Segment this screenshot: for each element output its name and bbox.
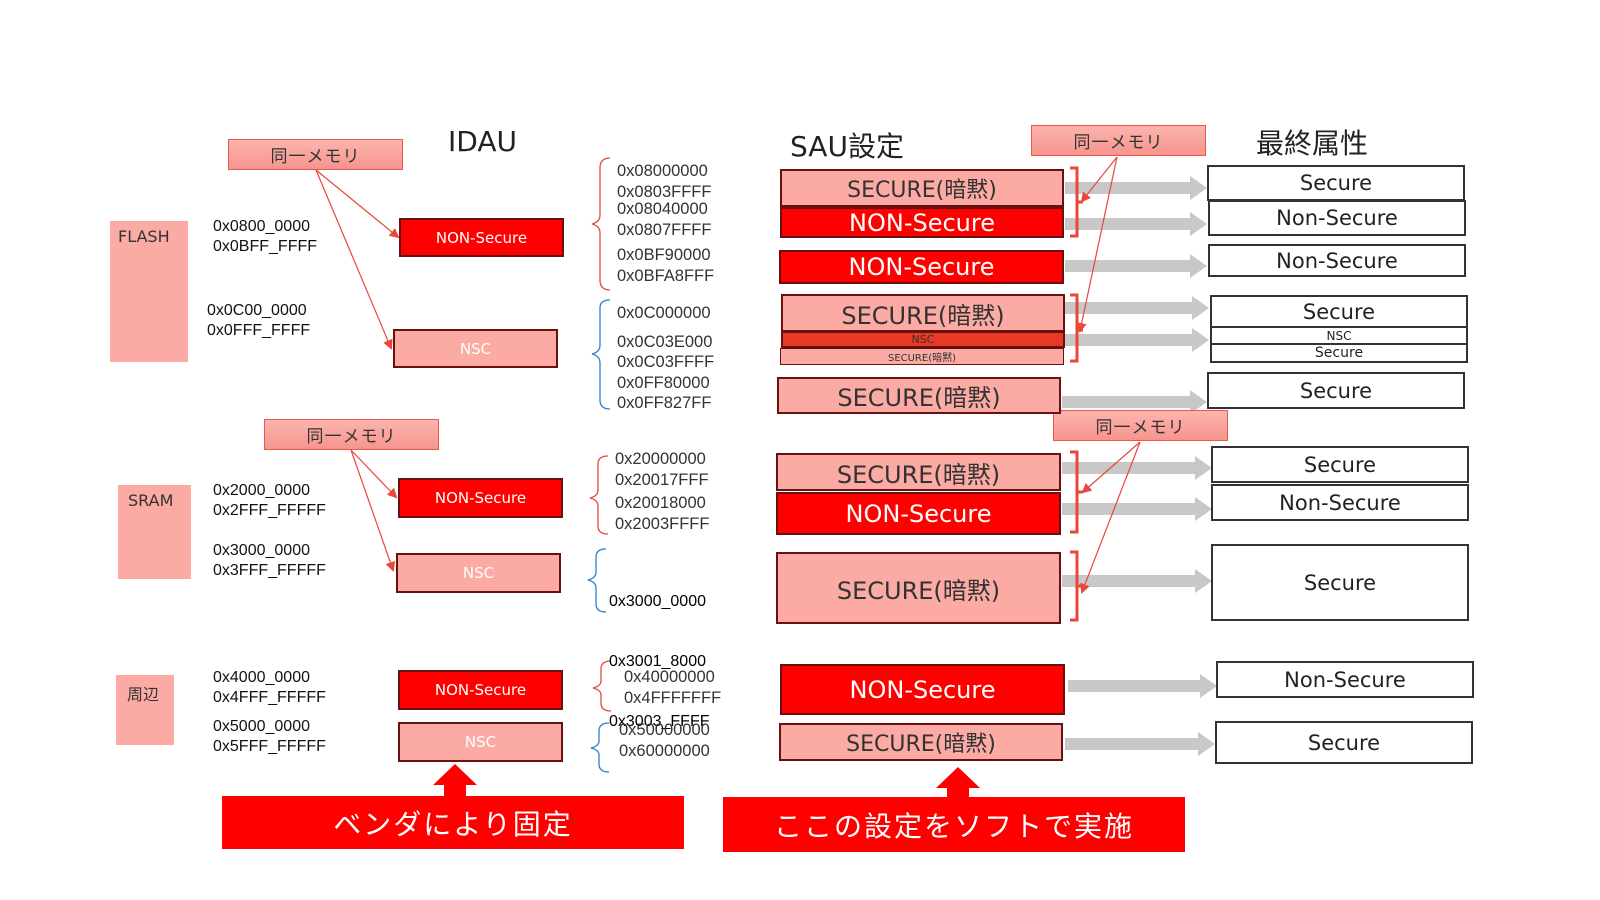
sau-addr-flash-nsc: 0x0C000000 0x0C03E000 0x0C03FFFF 0x0FF80… [617, 303, 714, 414]
sau-addr-peripheral-nsc: 0x50000000 0x60000000 [619, 720, 710, 761]
sau-peripheral-non-secure: NON-Secure [780, 664, 1065, 715]
idau-sram-non-secure: NON-Secure [398, 478, 563, 518]
region-flash-label: FLASH [118, 227, 170, 246]
sau-flash-secure-3: SECURE(暗黙) [780, 348, 1064, 365]
sau-addr-flash-ns: 0x08000000 0x0803FFFF 0x08040000 0x0807F… [617, 161, 714, 286]
address: 0x0C03FFFF [617, 353, 715, 371]
idau-sram-nsc: NSC [396, 553, 561, 593]
address: 0x20018000 [615, 494, 706, 512]
idau-peripheral-nsc: NSC [398, 722, 563, 762]
address: 0x3000_0000 [609, 593, 706, 610]
address: 0x3003_FFFF [609, 713, 710, 730]
same-memory-label-sram: 同一メモリ [264, 419, 439, 450]
final-flash-secure-2: Secure [1210, 295, 1468, 328]
heading-sau: SAU設定 [790, 130, 904, 163]
sau-flash-secure-2: SECURE(暗黙) [781, 294, 1065, 332]
final-sram-non-secure: Non-Secure [1211, 484, 1469, 521]
sau-flash-nsc: NSC [781, 331, 1065, 348]
region-sram: SRAM [118, 485, 191, 579]
address: 0x0803FFFF [617, 182, 712, 201]
sau-sram-non-secure: NON-Secure [776, 492, 1061, 535]
idau-flash-nsc: NSC [393, 329, 558, 368]
address: 0x2003FFFF [615, 514, 710, 533]
final-sram-secure-1: Secure [1211, 446, 1469, 483]
idau-flash-non-secure: NON-Secure [399, 218, 564, 257]
address: 0x0FF80000 [617, 373, 710, 392]
sau-sram-secure-2: SECURE(暗黙) [776, 552, 1061, 624]
address: 0x0BFA8FFF [617, 266, 715, 285]
peripheral-range-nsc: 0x5000_0000 0x5FFF_FFFFF [213, 718, 326, 755]
sau-flash-non-secure-1: NON-Secure [780, 207, 1064, 238]
idau-peripheral-non-secure: NON-Secure [398, 670, 563, 710]
heading-idau: IDAU [448, 125, 517, 158]
final-flash-secure-4: Secure [1207, 372, 1465, 409]
region-peripheral-label: 周辺 [127, 685, 160, 704]
sau-flash-non-secure-2: NON-Secure [779, 250, 1064, 284]
flash-range-ns: 0x0800_0000 0x0BFF_FFFF [213, 218, 318, 255]
same-memory-arrows [315, 156, 1141, 594]
sau-flash-secure-1: SECURE(暗黙) [780, 169, 1064, 207]
region-flash: FLASH [110, 221, 188, 362]
same-memory-label-sau-sram: 同一メモリ [1053, 410, 1228, 441]
address-braces [587, 157, 612, 773]
same-memory-label-sau-flash: 同一メモリ [1031, 125, 1206, 156]
sau-addr-peripheral-ns: 0x40000000 0x4FFFFFFF [624, 667, 721, 708]
gray-arrows [1062, 176, 1217, 756]
address: 0x0C03E000 [617, 332, 713, 351]
sau-sram-secure-1: SECURE(暗黙) [776, 453, 1061, 491]
address: 0x08040000 [617, 200, 708, 218]
final-peripheral-non-secure: Non-Secure [1216, 661, 1474, 698]
address: 0x20000000 [615, 450, 706, 468]
sau-addr-sram-ns: 0x20000000 0x20017FFF 0x20018000 0x2003F… [615, 449, 709, 534]
address: 0x60000000 [619, 741, 710, 760]
address: 0x20017FFF [615, 470, 709, 489]
sau-addr-sram-nsc: 0x3000_0000 0x3001_8000 0x3003_FFFF [609, 552, 709, 752]
final-flash-non-secure-2: Non-Secure [1208, 244, 1466, 277]
address: 0x08000000 [617, 162, 708, 180]
red-brackets [1070, 166, 1083, 622]
peripheral-range-ns: 0x4000_0000 0x4FFF_FFFFF [213, 669, 326, 706]
final-peripheral-secure: Secure [1215, 721, 1473, 764]
region-sram-label: SRAM [128, 491, 174, 510]
final-flash-non-secure-1: Non-Secure [1208, 200, 1466, 236]
address: 0x0C000000 [617, 304, 711, 322]
address: 0x40000000 [624, 668, 715, 686]
same-memory-label-flash: 同一メモリ [228, 139, 403, 170]
sau-flash-secure-4: SECURE(暗黙) [777, 377, 1061, 414]
address: 0x50000000 [619, 721, 710, 739]
flash-range-nsc: 0x0C00_0000 0x0FFF_FFFF [207, 302, 311, 339]
sram-range-nsc: 0x3000_0000 0x3FFF_FFFFF [213, 542, 326, 579]
final-flash-secure-3: Secure [1210, 343, 1468, 363]
sau-peripheral-secure: SECURE(暗黙) [779, 723, 1063, 761]
address: 0x4FFFFFFF [624, 688, 722, 707]
banner-software-config: ここの設定をソフトで実施 [723, 797, 1185, 852]
final-sram-secure-2: Secure [1211, 544, 1469, 621]
address: 0x0807FFFF [617, 220, 712, 239]
sram-range-ns: 0x2000_0000 0x2FFF_FFFFF [213, 482, 326, 519]
address: 0x0FF827FF [617, 394, 712, 412]
final-flash-secure-1: Secure [1207, 165, 1465, 201]
banner-vendor-fixed: ベンダにより固定 [222, 796, 684, 849]
heading-final-attribute: 最終属性 [1256, 127, 1369, 160]
address: 0x3001_8000 [609, 653, 706, 670]
region-peripheral: 周辺 [116, 675, 174, 745]
up-arrows [433, 764, 980, 799]
address: 0x0BF90000 [617, 246, 711, 264]
